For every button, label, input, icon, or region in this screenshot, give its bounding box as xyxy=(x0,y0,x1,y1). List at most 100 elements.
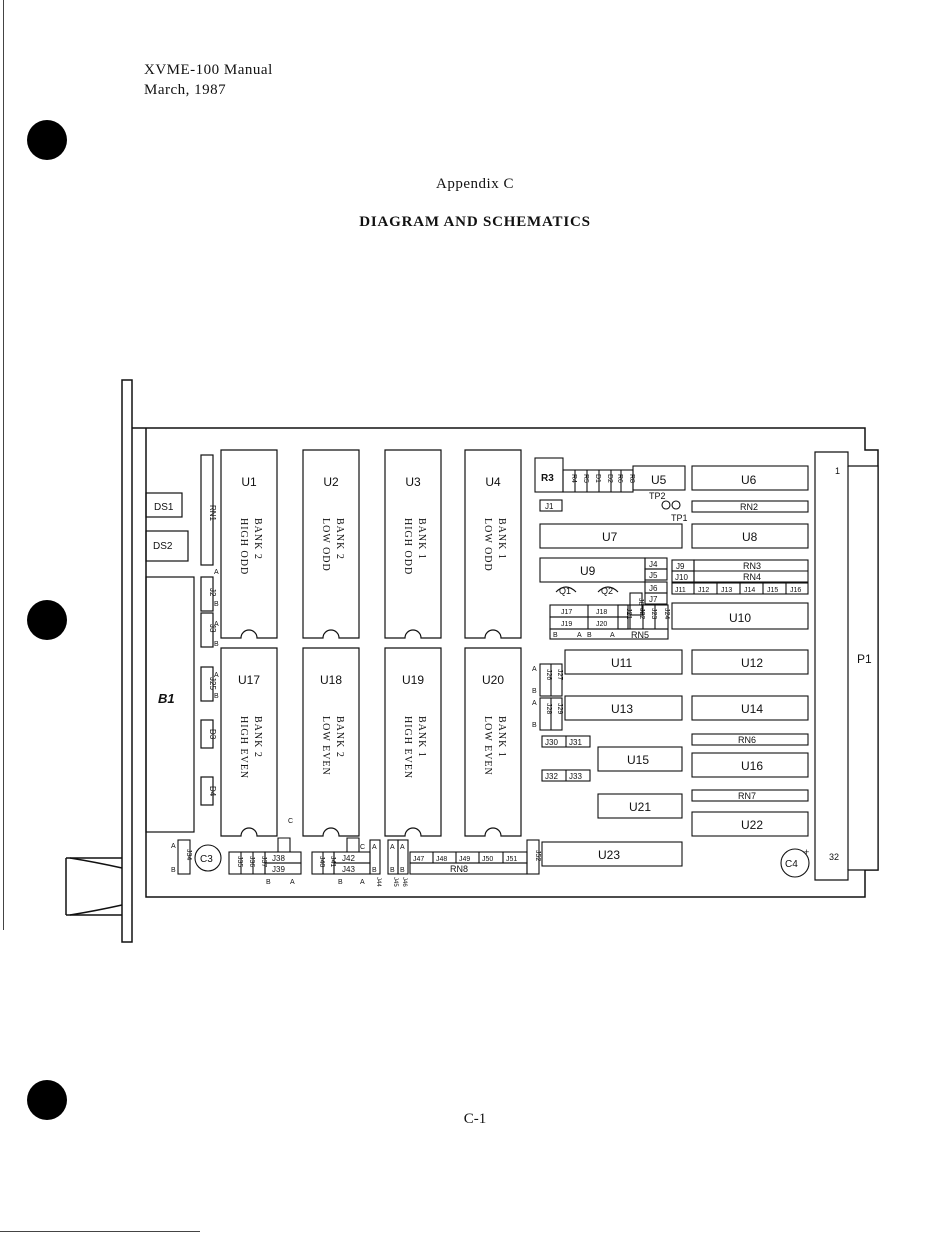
chip-bank-label: BANK 1 xyxy=(416,716,427,758)
q2-outline xyxy=(597,586,619,593)
front-panel xyxy=(65,379,879,943)
j21-item-label: J24 xyxy=(663,608,670,619)
d3-box xyxy=(200,719,214,749)
tp2-label: TP2 xyxy=(649,491,666,501)
j10-label: J10 xyxy=(675,573,688,582)
p1-pin-top: 1 xyxy=(835,466,840,476)
j52-box xyxy=(526,839,540,875)
ejector-curve xyxy=(69,857,123,916)
p1-pin-bottom: 32 xyxy=(829,852,839,862)
u21-label: U21 xyxy=(629,800,651,814)
j2-label: J2 xyxy=(208,588,217,597)
tp1-circle xyxy=(671,500,681,510)
u16-box xyxy=(691,752,809,778)
rn6-box xyxy=(691,733,809,746)
j5-box xyxy=(644,568,668,581)
j46-box xyxy=(397,839,409,875)
c3-circle xyxy=(194,844,222,872)
u15-box xyxy=(597,746,683,772)
j47-item-label: J51 xyxy=(506,856,517,863)
u15-label: U15 xyxy=(627,753,649,767)
rn7-box xyxy=(691,789,809,802)
j46-label: J46 xyxy=(401,877,407,887)
chip-position-label: LOW EVEN xyxy=(320,716,331,776)
j11-item-label: J13 xyxy=(721,587,732,594)
chip-id-label: U3 xyxy=(405,475,421,489)
middle-right-labels: U11 U12 U13 U14 J26 J27 J28 J29 A B A B … xyxy=(532,656,809,870)
u23-box xyxy=(541,841,683,867)
j11-item-label: J12 xyxy=(698,587,709,594)
j7-box xyxy=(644,592,668,605)
rn5-b2-label: B xyxy=(587,632,592,639)
p1-connector xyxy=(814,451,879,881)
j19-label: J19 xyxy=(561,621,572,628)
j21-item-label: J23 xyxy=(650,608,657,619)
page-edge-bottom xyxy=(0,1231,200,1232)
chip-bank-label: BANK 2 xyxy=(252,518,263,560)
top-right-outlines xyxy=(534,457,809,640)
j27-label: J27 xyxy=(556,669,563,680)
res-item-label: D1 xyxy=(594,474,601,483)
j26-label: J26 xyxy=(545,669,552,680)
j35-item-label: J37 xyxy=(260,856,267,867)
j47-item-label: J47 xyxy=(413,856,424,863)
u21-box xyxy=(597,793,683,819)
j47-item-label: J48 xyxy=(436,856,447,863)
j39-label: J39 xyxy=(272,865,285,874)
j45-b-label: B xyxy=(390,867,395,874)
j39-box xyxy=(264,862,302,875)
chip-id-label: U2 xyxy=(323,475,339,489)
res-item-label: R5 xyxy=(582,474,589,483)
j9-label: J9 xyxy=(676,562,685,571)
j26-b-label: B xyxy=(532,688,537,695)
chip-outline xyxy=(384,449,442,639)
q1-label: Q1 xyxy=(559,586,571,596)
u9-label: U9 xyxy=(580,564,596,578)
u8-box xyxy=(691,523,809,549)
chip-position-label: LOW EVEN xyxy=(482,716,493,776)
chip-bank-label: BANK 2 xyxy=(334,518,345,560)
front-panel-bar xyxy=(121,379,133,943)
j47-item-label: J50 xyxy=(482,856,493,863)
j31-label: J31 xyxy=(569,738,582,747)
j34-b-label: B xyxy=(171,867,176,874)
ds1-box xyxy=(145,492,183,518)
j45-a-label: A xyxy=(390,844,395,851)
j25-label: J25 xyxy=(208,677,217,690)
b1-label: B1 xyxy=(158,691,175,706)
j45-label: J45 xyxy=(392,877,398,887)
chip-position-label: LOW ODD xyxy=(320,518,331,572)
res-item-label: R4 xyxy=(570,474,577,483)
page-edge-left xyxy=(3,0,4,930)
u13-label: U13 xyxy=(611,702,633,716)
j20-label: J20 xyxy=(596,621,607,628)
chip-outline xyxy=(384,647,442,837)
j7-label: J7 xyxy=(649,595,658,604)
u10-label: U10 xyxy=(729,611,751,625)
j8-box xyxy=(629,592,643,616)
chip-bank-label: BANK 1 xyxy=(496,518,507,560)
chip-bank-label: BANK 2 xyxy=(334,716,345,758)
tp1-label: TP1 xyxy=(671,513,688,523)
j52-label: J52 xyxy=(534,850,541,861)
j40-label: J40 xyxy=(318,856,325,867)
u13-box xyxy=(564,695,683,721)
j43-b-label: B xyxy=(338,879,343,886)
rn8-label: RN8 xyxy=(450,864,468,874)
j39-b-label: B xyxy=(266,879,271,886)
ds2-label: DS2 xyxy=(153,541,173,552)
chip-bank-label: BANK 1 xyxy=(496,716,507,758)
appendix-label: Appendix C xyxy=(436,176,514,192)
j32-label: J32 xyxy=(545,772,558,781)
u11-box xyxy=(564,649,683,675)
j3-b-label: B xyxy=(214,641,219,648)
